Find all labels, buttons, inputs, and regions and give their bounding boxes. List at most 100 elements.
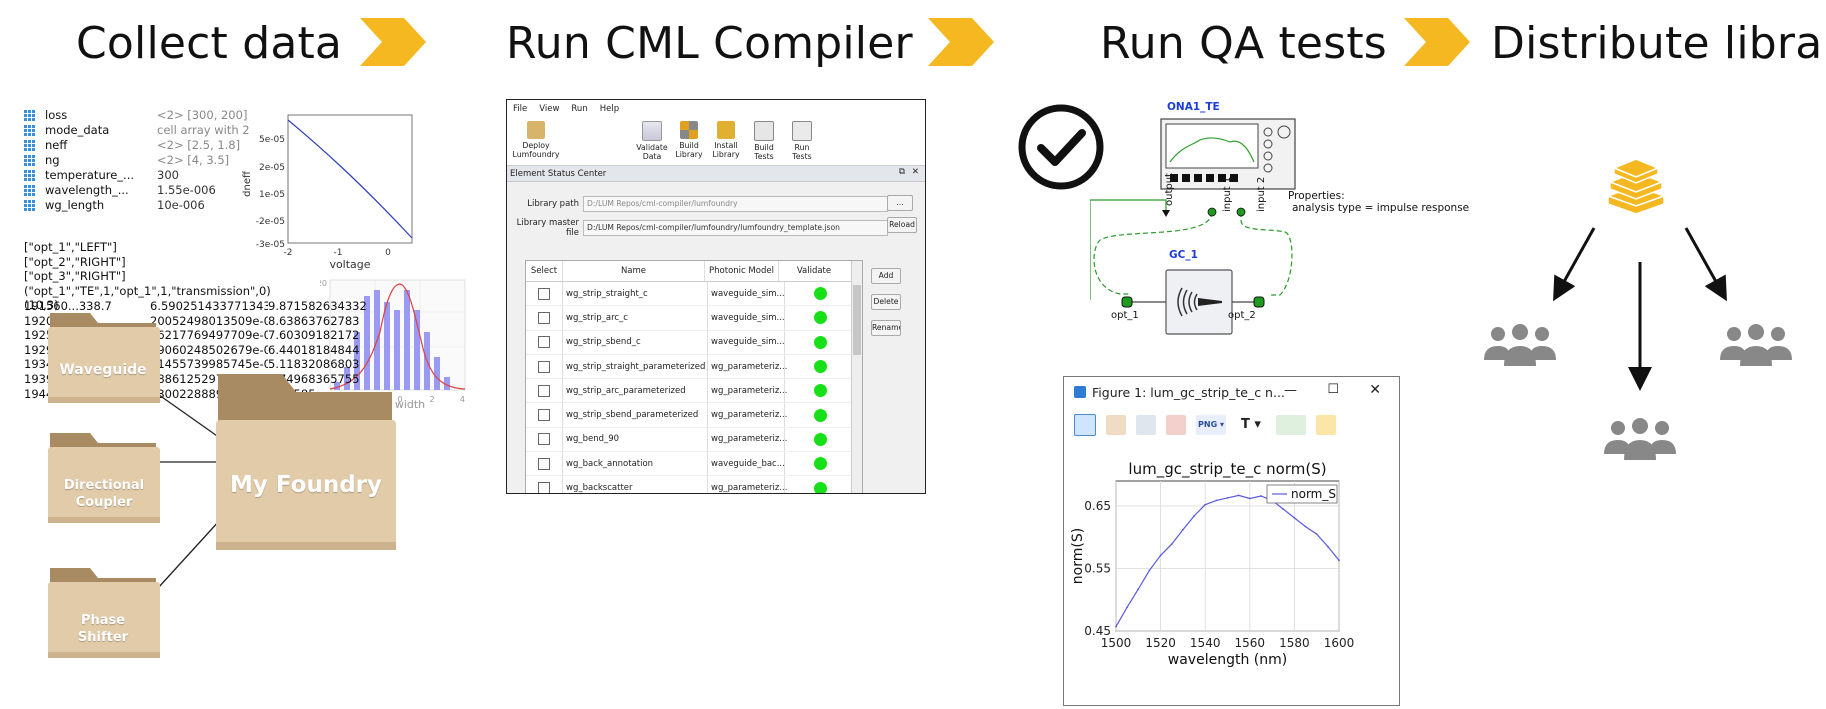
select-icon[interactable] xyxy=(1136,415,1156,435)
close-icon[interactable]: ✕ xyxy=(911,167,919,177)
menu-item[interactable]: Run xyxy=(571,103,588,114)
select-checkbox[interactable] xyxy=(538,482,550,493)
column-header-select[interactable]: Select xyxy=(530,266,558,276)
menu-item[interactable]: View xyxy=(539,103,560,114)
minimize-button[interactable]: — xyxy=(1284,383,1297,398)
numeric-col-b: 6.590251433771343e-006 xyxy=(150,299,268,313)
select-checkbox[interactable] xyxy=(538,287,550,300)
folder-icon xyxy=(48,568,160,658)
select-checkbox[interactable] xyxy=(538,336,550,349)
properties-title: Properties: xyxy=(1288,190,1345,202)
variable-value: cell array with 2 xyxy=(157,123,250,137)
data-point xyxy=(1115,625,1117,628)
maximize-button[interactable]: ☐ xyxy=(1327,382,1339,397)
folder-icon xyxy=(48,313,160,403)
menu-item[interactable]: Help xyxy=(599,103,620,114)
library-path-field[interactable]: D:/LUM Repos/cml-compiler/lumfoundry xyxy=(583,196,888,212)
numeric-col-c: 8.63863762783 xyxy=(268,313,360,328)
table-header: Select Name Photonic Model Validate xyxy=(526,261,862,282)
select-checkbox[interactable] xyxy=(538,433,550,446)
gc-port-opt-2: opt_2 xyxy=(1228,310,1256,321)
element-name-cell: wg_strip_arc_parameterized xyxy=(562,379,707,403)
build-tests-label: Build Tests xyxy=(754,143,774,161)
browse-button[interactable]: ... xyxy=(887,195,913,211)
width-histogram: 20 0 2 4 width xyxy=(320,279,466,411)
x-tick-label: 1540 xyxy=(1190,636,1221,650)
gc-label: GC_1 xyxy=(1169,249,1198,261)
variable-icon xyxy=(24,200,35,211)
menu-item[interactable]: File xyxy=(513,103,528,114)
data-point xyxy=(1260,495,1262,497)
x-tick-label: 1580 xyxy=(1279,636,1310,650)
variable-icon xyxy=(24,155,35,166)
numeric-col-a: 1920 xyxy=(24,313,54,328)
column-header-photonic-model[interactable]: Photonic Model xyxy=(704,261,778,281)
dneff-ytick: 5e-05 xyxy=(259,135,285,145)
data-point xyxy=(1248,497,1251,500)
library-books-icon xyxy=(1605,158,1667,215)
variable-name: wavelength_... xyxy=(45,183,129,197)
text-icon[interactable]: T ▾ xyxy=(1241,417,1261,432)
table-scrollbar[interactable] xyxy=(851,261,862,493)
y-axis-label: norm(S) xyxy=(1070,528,1086,584)
x-tick-label: 1600 xyxy=(1324,636,1355,650)
select-checkbox[interactable] xyxy=(538,311,550,324)
delete-button[interactable]: Delete xyxy=(871,294,901,310)
cml-compiler-window: File View Run Help Deploy Lumfoundry Valida… xyxy=(506,99,926,494)
data-cursor-icon[interactable] xyxy=(1166,415,1186,435)
select-checkbox[interactable] xyxy=(538,457,550,470)
data-point xyxy=(1215,499,1218,502)
validate-data-button[interactable]: Validate Data xyxy=(635,121,669,161)
build-library-button[interactable]: Build Library xyxy=(672,121,706,159)
select-checkbox[interactable] xyxy=(538,409,550,422)
select-checkbox[interactable] xyxy=(538,360,550,373)
data-point xyxy=(1237,494,1240,497)
master-file-select[interactable]: D:/LUM Repos/cml-compiler/lumfoundry/lum… xyxy=(583,220,888,236)
column-header-validate[interactable]: Validate xyxy=(778,261,849,281)
y-tick-label: 0.45 xyxy=(1084,624,1111,638)
folder-label-phase-shifter: Phase Shifter xyxy=(77,613,129,645)
add-button[interactable]: Add xyxy=(871,268,901,284)
edit-icon[interactable] xyxy=(1316,415,1336,435)
scrollbar-thumb[interactable] xyxy=(853,285,861,355)
pan-icon[interactable] xyxy=(1106,415,1126,435)
column-header-name[interactable]: Name xyxy=(562,261,704,281)
png-export-icon[interactable]: PNG ▾ xyxy=(1196,415,1226,435)
build-tests-button[interactable]: Build Tests xyxy=(747,121,781,161)
select-checkbox[interactable] xyxy=(538,384,550,397)
master-file-row: Library master file D:/LUM Repos/cml-com… xyxy=(507,218,888,238)
step-title-distribute-library: Distribute library xyxy=(1491,18,1826,69)
variable-icon xyxy=(24,125,35,136)
run-tests-button[interactable]: Run Tests xyxy=(785,121,819,161)
rename-button[interactable]: Rename xyxy=(871,320,901,336)
zoom-icon[interactable] xyxy=(1074,414,1096,436)
element-name-cell: wg_backscatter xyxy=(562,476,707,493)
y-tick-label: 0.55 xyxy=(1084,562,1111,576)
qa-circuit-wires xyxy=(1090,199,1293,300)
validate-icon xyxy=(642,121,662,141)
y-tick-label: 0.65 xyxy=(1084,499,1111,513)
variable-value: <2> [2.5, 1.8] xyxy=(157,138,241,152)
validation-status-icon xyxy=(813,360,827,374)
code-line: (10,3) xyxy=(24,298,59,313)
legend-icon[interactable] xyxy=(1276,415,1306,435)
close-window-button[interactable]: ✕ xyxy=(1369,382,1381,398)
undock-icon[interactable]: ⧉ xyxy=(898,167,905,177)
reload-button[interactable]: Reload xyxy=(887,217,917,233)
code-line: ["opt_3","RIGHT"] xyxy=(24,269,126,284)
deploy-lumfoundry-button[interactable]: Deploy Lumfoundry xyxy=(511,121,561,159)
properties-text: Properties: analysis type = impulse resp… xyxy=(1288,190,1469,214)
x-tick-label: 1520 xyxy=(1145,636,1176,650)
photonic-model-cell: wg_parameteriz... xyxy=(707,403,787,427)
install-library-button[interactable]: Install Library xyxy=(709,121,743,159)
